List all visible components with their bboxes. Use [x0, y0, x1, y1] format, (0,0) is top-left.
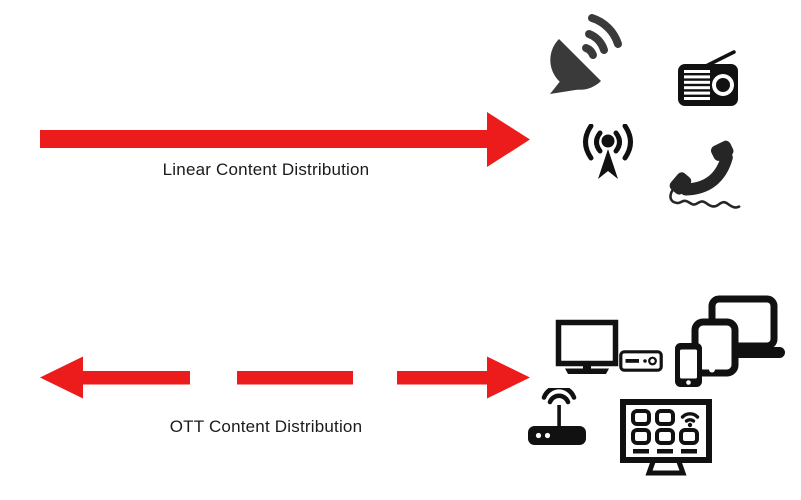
smart-tv-icon [620, 399, 712, 477]
radio-icon [676, 48, 742, 108]
tv-monitor-icon [555, 319, 619, 375]
bidirectional-dashed-arrow-icon [40, 356, 530, 399]
broadcast-antenna-icon [576, 124, 640, 184]
satellite-dish-icon [546, 10, 624, 98]
linear-flow-arrow [35, 105, 535, 175]
wifi-icon [680, 412, 700, 423]
ott-flow-label: OTT Content Distribution [169, 417, 363, 436]
linear-flow-label: Linear Content Distribution [162, 160, 370, 179]
smartphone-icon [675, 343, 702, 387]
connected-devices-icon [670, 292, 788, 390]
telephone-icon [660, 130, 745, 215]
set-top-box-icon [619, 350, 663, 372]
right-arrow-icon [40, 112, 530, 167]
wifi-router-icon [526, 388, 592, 446]
ott-flow-arrow [35, 350, 535, 406]
